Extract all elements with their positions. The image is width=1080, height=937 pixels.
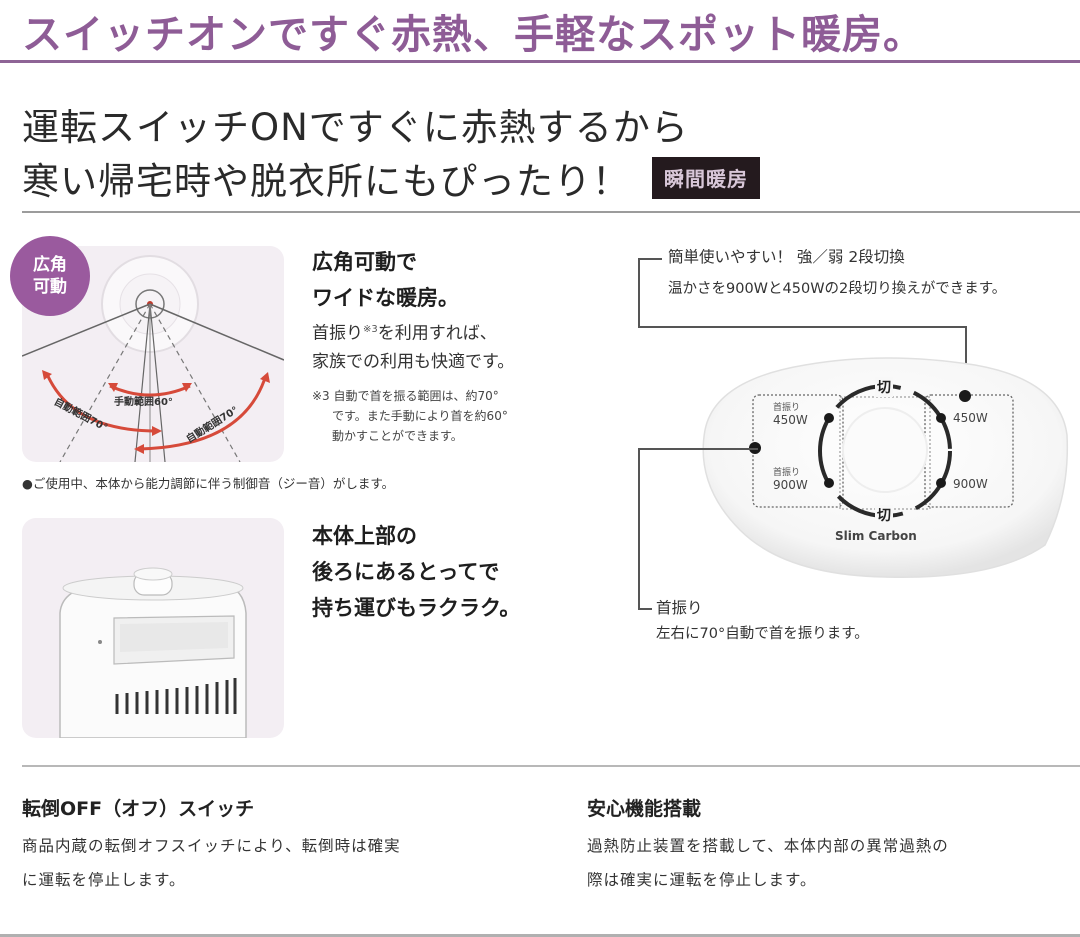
safety-title: 安心機能搭載 — [587, 798, 702, 820]
swing-callout-title: 首振り — [656, 599, 703, 617]
lead-divider — [22, 211, 1080, 213]
footnote-ref: ※3 — [363, 324, 378, 335]
handle-text: 本体上部の 後ろにあるとってで 持ち運びもラクラク。 — [312, 518, 520, 626]
power-switch-callout-body: 温かさを900Wと450Wの2段切り換えができます。 — [668, 281, 1007, 297]
lead-line-2-text: 寒い帰宅時や脱衣所にもぴったり！ — [22, 160, 630, 203]
wide-angle-body-1: 首振り※3を利用すれば、 — [312, 316, 514, 348]
lead-line-1: 運転スイッチONですぐに赤熱するから — [22, 106, 689, 149]
manual-range-label: 手動範囲60° — [114, 397, 173, 408]
handle-title-3: 持ち運びもラクラク。 — [312, 596, 521, 620]
callout-line — [638, 448, 758, 450]
swing-range-diagram: 手動範囲60° 自動範囲70° 自動範囲70° — [22, 246, 284, 462]
tip-over-body-1: 商品内蔵の転倒オフスイッチにより、転倒時は確実 — [22, 837, 401, 855]
safety-section: 安心機能搭載 過熱防止装置を搭載して、本体内部の異常過熱の 際は確実に運転を停止… — [587, 794, 949, 897]
safety-body-1: 過熱防止装置を搭載して、本体内部の異常過熱の — [587, 837, 949, 855]
body-text: 首振り — [312, 323, 363, 344]
wide-angle-badge: 広角 可動 — [10, 236, 90, 316]
instant-heating-tag: 瞬間暖房 — [652, 157, 760, 199]
wide-angle-title-2: ワイドな暖房。 — [312, 286, 459, 310]
bottom-divider — [22, 765, 1080, 767]
footnote-line-1: ※3 自動で首を振る範囲は、約70° — [312, 388, 499, 403]
swing-callout-body: 左右に70°自動で首を振ります。 — [656, 626, 869, 642]
page-title: スイッチオンですぐ赤熱、手軽なスポット暖房。 — [22, 12, 924, 58]
left-upper-watt: 450W — [773, 413, 808, 427]
badge-line-2: 可動 — [33, 277, 67, 297]
callout-line — [638, 258, 662, 260]
wide-angle-text: 広角可動で ワイドな暖房。 首振り※3を利用すれば、 家族での利用も快適です。 … — [312, 244, 514, 446]
heater-top-illustration — [59, 567, 247, 738]
wide-angle-title-1: 広角可動で — [312, 250, 417, 274]
right-upper-watt: 450W — [953, 411, 988, 425]
right-lower-watt: 900W — [953, 477, 988, 491]
handle-title-1: 本体上部の — [312, 524, 417, 548]
tip-over-title: 転倒OFF（オフ）スイッチ — [22, 798, 255, 820]
control-dial-illustration: 切 切 首振り 450W 首振り 900W 450W 900W Slim Car… — [695, 355, 1070, 580]
footnote-line-3: 動かすことができます。 — [332, 428, 463, 443]
callout-line — [638, 326, 966, 328]
wide-angle-body-2: 家族での利用も快適です。 — [312, 351, 515, 372]
off-label-top: 切 — [875, 377, 893, 397]
noise-notice: ●ご使用中、本体から能力調節に伴う制御音（ジー音）がします。 — [22, 476, 395, 491]
tip-over-body-2: に運転を停止します。 — [22, 871, 186, 889]
safety-body-2: 際は確実に運転を停止します。 — [587, 871, 817, 889]
swing-label-lower: 首振り — [773, 468, 801, 478]
swing-range-illustration — [22, 255, 284, 462]
brand-label: Slim Carbon — [835, 529, 917, 543]
badge-line-1: 広角 — [33, 255, 67, 275]
power-switch-callout-title: 簡単使いやすい！ 強／弱 2段切換 — [668, 248, 905, 266]
left-lower-watt: 900W — [773, 478, 808, 492]
footnote-line-2: です。また手動により首を約60° — [332, 408, 508, 423]
callout-line — [638, 608, 652, 610]
swing-label-upper: 首振り — [773, 403, 801, 413]
end-divider — [0, 934, 1080, 937]
callout-line — [638, 448, 640, 610]
off-label-bottom: 切 — [875, 505, 893, 525]
handle-title-2: 後ろにあるとってで — [312, 560, 500, 584]
tip-over-section: 転倒OFF（オフ）スイッチ 商品内蔵の転倒オフスイッチにより、転倒時は確実 に運… — [22, 794, 401, 897]
callout-line — [638, 258, 640, 328]
lead-line-2: 寒い帰宅時や脱衣所にもぴったり！ 瞬間暖房 — [22, 151, 760, 205]
body-text: を利用すれば、 — [377, 323, 497, 344]
callout-line — [965, 326, 967, 396]
handle-illustration — [22, 518, 284, 738]
title-divider — [0, 60, 1080, 63]
